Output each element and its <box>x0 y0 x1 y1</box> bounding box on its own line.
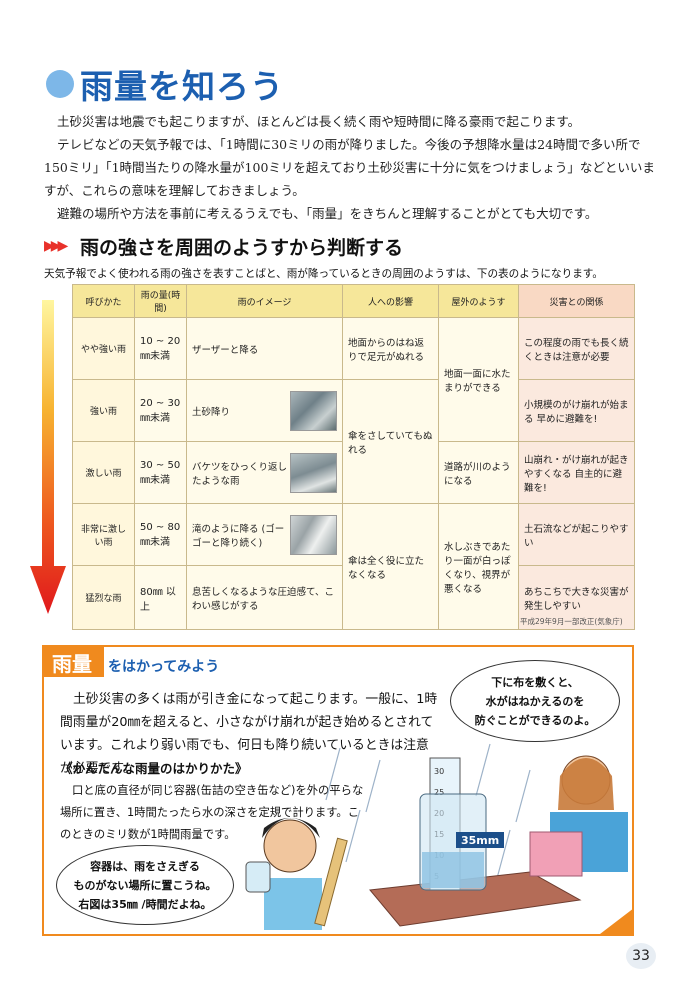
cell-name: 激しい雨 <box>72 441 135 504</box>
speech-bubble-girl: 下に布を敷くと、 水がはねかえるのを 防ぐことができるのよ。 <box>450 660 620 742</box>
cell-person: 地面からのはね返りで足元がぬれる <box>342 317 439 380</box>
bubble-line: 右図は35㎜ /時間だよね。 <box>78 897 212 911</box>
cell-name: 猛烈な雨 <box>72 565 135 630</box>
cell-outdoor: 道路が川のようになる <box>438 441 519 504</box>
section-title: 雨の強さを周囲のようすから判断する <box>80 237 404 259</box>
ruler-tick: 25 <box>434 788 444 797</box>
cell-image-text: 土砂降り <box>192 406 231 418</box>
bubble-line: 防ぐことができるのよ。 <box>474 713 596 727</box>
intro-text: 土砂災害は地震でも起こりますが、ほとんどは長く続く雨や短時間に降る豪雨で起こりま… <box>44 110 664 225</box>
cell-image: バケツをひっくり返したような雨 <box>186 441 343 504</box>
rain-photo <box>290 390 337 431</box>
header-name: 呼びかた <box>72 284 135 318</box>
cell-image-text: バケツをひっくり返したような雨 <box>192 461 288 487</box>
bubble-line: 下に布を敷くと、 <box>491 675 579 689</box>
header-amount: 雨の量(時間) <box>134 284 187 318</box>
speech-bubble-boy: 容器は、雨をさえぎる ものがない場所に置こうね。 右図は35㎜ /時間だよね。 <box>56 845 234 925</box>
cell-disaster: この程度の雨でも長く続くときは注意が必要 <box>518 317 635 380</box>
water-level-icon <box>422 852 484 888</box>
gauge-label: 35mm <box>461 834 499 847</box>
boy-face-icon <box>263 819 317 873</box>
cell-amount: 30 ~ 50㎜未満 <box>134 441 187 504</box>
intro-paragraph-2: テレビなどの天気予報では、「1時間に30ミリの雨が降りました。今後の予想降水量は… <box>44 137 655 198</box>
cell-image: 滝のように降る (ゴーゴーと降り続く) <box>186 503 343 566</box>
cell-name: やや強い雨 <box>72 317 135 380</box>
measure-subtitle: をはかってみよう <box>108 659 220 675</box>
page-title: 雨量を知ろう <box>80 67 284 106</box>
cell-disaster: 小規模のがけ崩れが始まる 早めに避難を! <box>518 379 635 442</box>
cell-amount: 20 ~ 30㎜未満 <box>134 379 187 442</box>
intensity-arrow-icon <box>30 300 66 614</box>
section-arrows-icon: ▶▶▶ <box>44 238 68 254</box>
cell-name: 強い雨 <box>72 379 135 442</box>
measure-body-text: 土砂災害の多くは雨が引き金になって起こります。一般に、1時間雨量が20㎜を超える… <box>60 692 438 776</box>
cloth-sample-icon <box>529 831 583 877</box>
cell-person: 傘をさしていてもぬれる <box>342 379 439 504</box>
table-row: 非常に激しい雨 50 ~ 80㎜未満 滝のように降る (ゴーゴーと降り続く) 傘… <box>72 503 635 630</box>
boy-body-icon <box>264 878 322 930</box>
intro-paragraph-1: 土砂災害は地震でも起こりますが、ほとんどは長く続く雨や短時間に降る豪雨で起こりま… <box>57 114 581 129</box>
measure-body: 土砂災害の多くは雨が引き金になって起こります。一般に、1時間雨量が20㎜を超える… <box>60 688 438 780</box>
cell-image: 土砂降り <box>186 379 343 442</box>
cell-amount: 80㎜ 以上 <box>134 565 187 630</box>
simple-method-body: 口と底の直径が同じ容器(缶詰の空き缶など)を外の平らな場所に置き、1時間たったら… <box>60 780 370 846</box>
gauge-label-box <box>456 832 504 848</box>
table-source: 平成29年9月一部改正(気象庁) <box>520 617 623 626</box>
measure-tab-label: 雨量 <box>52 652 92 676</box>
measure-tab <box>42 645 104 677</box>
rain-lines-icon <box>325 743 531 883</box>
cell-disaster: あちこちで大きな災害が発生しやすい <box>518 565 635 630</box>
cell-amount: 50 ~ 80㎜未満 <box>134 503 187 566</box>
corner-triangle-icon <box>600 908 634 934</box>
header-image: 雨のイメージ <box>186 284 343 318</box>
rain-photo <box>290 514 337 555</box>
header-person: 人への影響 <box>342 284 439 318</box>
cell-disaster: 土石流などが起こりやすい <box>518 503 635 566</box>
cell-outdoor: 地面一面に水たまりができる <box>438 317 519 442</box>
bubble-line: ものがない場所に置こうね。 <box>73 878 217 892</box>
intro-paragraph-3: 避難の場所や方法を事前に考えるうえでも、「雨量」をきちんと理解することがとても大… <box>57 206 598 221</box>
cell-outdoor: 水しぶきであたり一面が白っぽくなり、視界が悪くなる <box>438 503 519 630</box>
cell-person: 傘は全く役に立たなくなる <box>342 503 439 630</box>
cell-image: 息苦しくなるような圧迫感て、こわい感じがする <box>186 565 343 630</box>
page-number: 33 <box>626 943 656 969</box>
header-disaster: 災害との関係 <box>518 284 635 318</box>
rain-photo <box>290 452 337 493</box>
cell-name: 非常に激しい雨 <box>72 503 135 566</box>
title-bullet-icon <box>46 70 74 98</box>
cell-amount: 10 ~ 20㎜未満 <box>134 317 187 380</box>
ruler-tick: 30 <box>434 767 444 776</box>
table-row: 猛烈な雨 80㎜ 以上 息苦しくなるような圧迫感て、こわい感じがする あちこちで… <box>72 565 635 630</box>
cell-image: ザーザーと降る <box>186 317 343 380</box>
header-outdoor: 屋外のようす <box>438 284 519 318</box>
table-row: やや強い雨 10 ~ 20㎜未満 ザーザーと降る 地面からのはね返りで足元がぬれ… <box>72 317 635 442</box>
cell-disaster: 山崩れ・がけ崩れが起きやすくなる 自主的に避難を! <box>518 441 635 504</box>
rain-gauge-illustration: 30 25 20 15 10 5 35mm <box>325 743 628 927</box>
bubble-line: 容器は、雨をさえぎる <box>90 859 200 873</box>
section-description: 天気予報でよく使われる雨の強さを表すことばと、雨が降っているときの周囲のようすは… <box>44 268 603 280</box>
simple-method-title: 《かんたんな雨量のはかりかた》 <box>60 761 248 776</box>
simple-method-text: 口と底の直径が同じ容器(缶詰の空き缶など)を外の平らな場所に置き、1時間たったら… <box>60 784 364 841</box>
boy-ruler-icon <box>314 837 348 927</box>
boy-illustration <box>245 818 348 930</box>
rain-intensity-table: 呼びかた 雨の量(時間) 雨のイメージ 人への影響 屋外のようす 災害との関係 … <box>72 284 635 630</box>
table-row: 強い雨 20 ~ 30㎜未満 土砂降り 傘をさしていてもぬれる 小規模のがけ崩れ… <box>72 379 635 504</box>
cup-icon <box>245 861 271 893</box>
cell-image-text: 滝のように降る (ゴーゴーと降り続く) <box>192 523 285 549</box>
table-row: 激しい雨 30 ~ 50㎜未満 バケツをひっくり返したような雨 道路が川のように… <box>72 441 635 504</box>
table-header-row: 呼びかた 雨の量(時間) 雨のイメージ 人への影響 屋外のようす 災害との関係 <box>72 284 635 318</box>
bubble-line: 水がはねかえるのを <box>485 694 585 708</box>
